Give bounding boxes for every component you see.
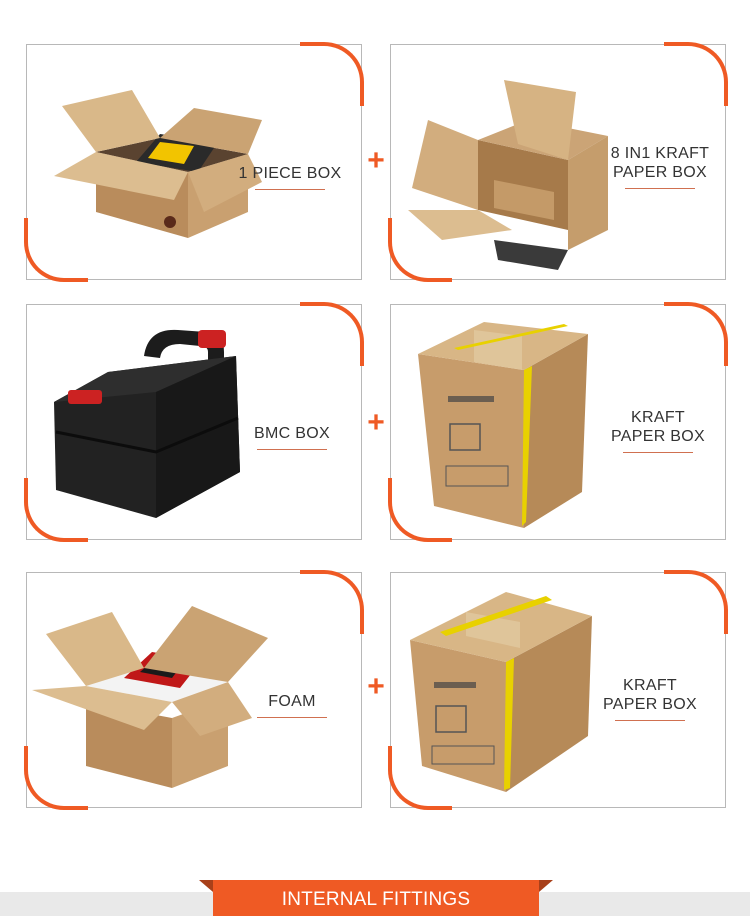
packaging-card-bmc-box: BMC BOX (24, 302, 364, 542)
caption-text: FOAM (268, 693, 316, 710)
caption-kraft-paper-box-1: KRAFT PAPER BOX (594, 408, 722, 453)
corner-accent-top-right (300, 42, 364, 106)
caption-underline (615, 720, 685, 721)
sealed-kraft-carton-image (410, 592, 592, 792)
caption-text: KRAFT PAPER BOX (611, 409, 705, 445)
caption-text: 1 PIECE BOX (238, 165, 342, 182)
caption-kraft-paper-box-2: KRAFT PAPER BOX (586, 676, 714, 721)
caption-foam: FOAM (242, 692, 342, 718)
plus-sign: + (367, 406, 385, 439)
caption-text: BMC BOX (254, 425, 330, 442)
packaging-card-8in1-kraft-box: 8 IN1 KRAFT PAPER BOX (388, 42, 728, 282)
caption-8in1-kraft-box: 8 IN1 KRAFT PAPER BOX (598, 144, 722, 189)
plus-sign: + (367, 670, 385, 703)
packaging-card-foam: FOAM (24, 570, 364, 810)
caption-text: KRAFT PAPER BOX (603, 677, 697, 713)
corner-accent-bottom-left (24, 746, 88, 810)
caption-underline (625, 188, 695, 189)
banner-fold-left (199, 880, 213, 892)
open-outer-carton-image (408, 80, 608, 270)
corner-accent-bottom-left (24, 478, 88, 542)
caption-underline (623, 452, 693, 453)
corner-accent-top-right (664, 570, 728, 634)
banner-fold-right (539, 880, 553, 892)
packaging-card-1-piece-box: 1 PIECE BOX (24, 42, 364, 282)
corner-accent-top-right (664, 302, 728, 366)
sealed-kraft-carton-image (418, 322, 588, 528)
packaging-card-kraft-paper-box-2: KRAFT PAPER BOX (388, 570, 728, 810)
section-banner-internal-fittings: INTERNAL FITTINGS (213, 880, 539, 916)
corner-accent-top-right (300, 570, 364, 634)
black-plastic-case-image (54, 329, 240, 518)
caption-bmc-box: BMC BOX (240, 424, 344, 450)
corner-accent-bottom-left (24, 218, 88, 282)
carton-with-foam-image (32, 606, 268, 788)
caption-text: 8 IN1 KRAFT PAPER BOX (610, 145, 710, 181)
caption-underline (257, 717, 327, 718)
corner-accent-bottom-left (388, 478, 452, 542)
open-carton-with-machine-image (54, 90, 262, 238)
corner-accent-bottom-left (388, 218, 452, 282)
corner-accent-bottom-left (388, 746, 452, 810)
caption-1-piece-box: 1 PIECE BOX (230, 164, 350, 190)
packaging-card-kraft-paper-box-1: KRAFT PAPER BOX (388, 302, 728, 542)
caption-underline (255, 189, 325, 190)
corner-accent-top-right (300, 302, 364, 366)
corner-accent-top-right (664, 42, 728, 106)
caption-underline (257, 449, 327, 450)
plus-sign: + (367, 144, 385, 177)
